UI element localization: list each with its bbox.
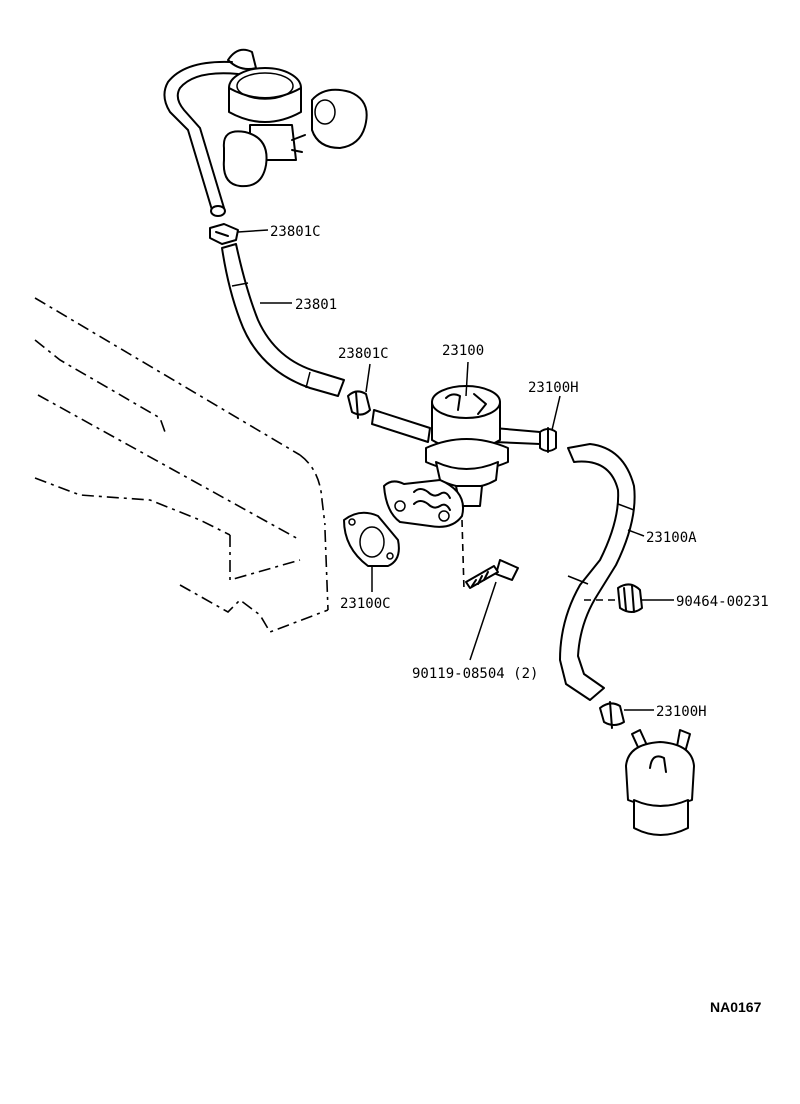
hose-clamp-part — [584, 583, 674, 613]
label-hose-upper: 23801 — [295, 297, 337, 313]
label-hose-clip-upper: 23801C — [270, 224, 321, 240]
hose-clip-pump-part — [539, 395, 561, 453]
label-hose-filter: 23100A — [646, 530, 697, 546]
label-gasket: 23100C — [340, 596, 391, 612]
label-fuel-pump: 23100 — [442, 343, 484, 359]
label-hose-clamp: 90464-00231 — [676, 594, 769, 610]
fuel-pump-part — [371, 361, 541, 528]
label-bolt: 90119-08504 (2) — [412, 666, 538, 682]
label-hose-clip-pump: 23100H — [528, 380, 579, 396]
label-hose-clip-filter: 23100H — [656, 704, 707, 720]
engine-block-outline — [34, 297, 329, 633]
gasket-part — [343, 511, 400, 592]
hose-clip-lower-part — [347, 363, 371, 419]
hose-clip-filter-part — [599, 701, 654, 729]
fuel-filter-part — [625, 729, 695, 836]
hose-filter-part — [559, 443, 645, 701]
diagram-code: NA0167 — [710, 999, 762, 1015]
bolt-part — [461, 519, 519, 661]
hose-upper-part — [221, 243, 345, 397]
label-hose-clip-lower: 23801C — [338, 346, 389, 362]
carburetor-assembly — [163, 48, 368, 217]
hose-clip-upper-part — [209, 223, 269, 245]
